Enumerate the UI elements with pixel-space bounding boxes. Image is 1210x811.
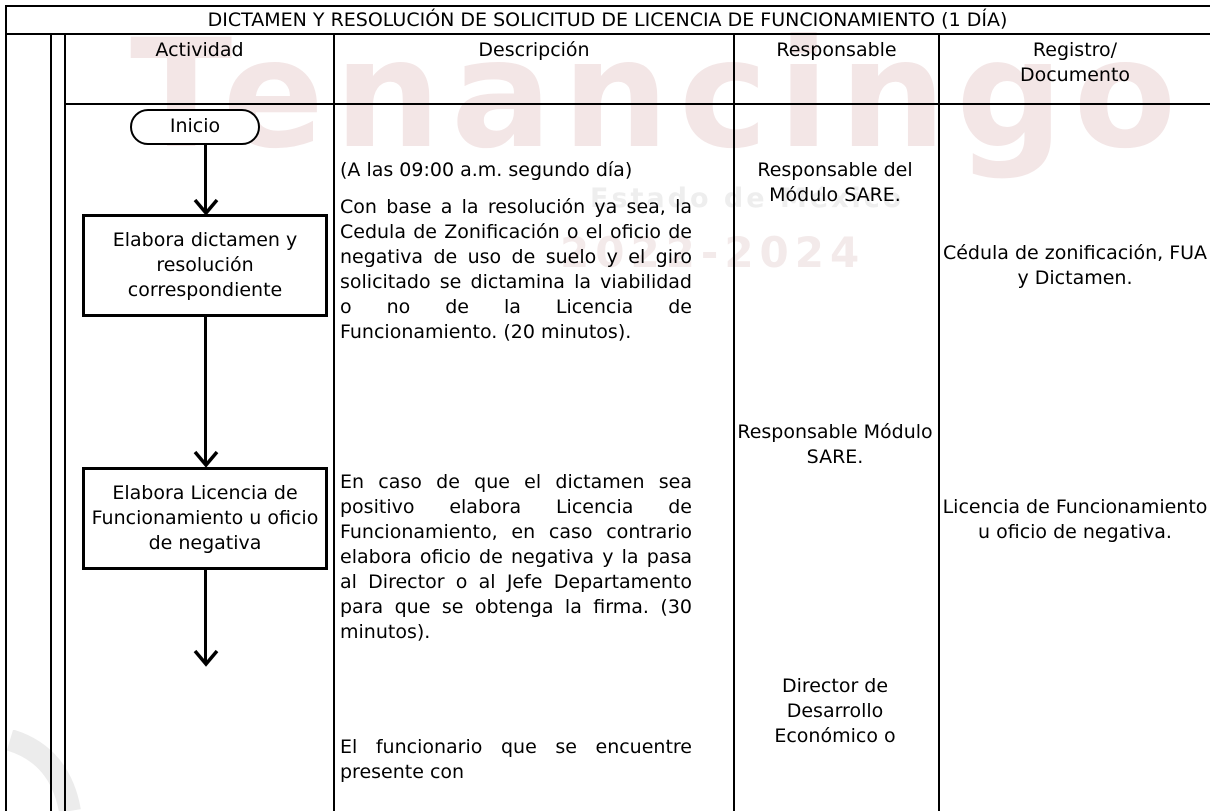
responsible-sare-2: Responsable Módulo SARE.	[737, 421, 933, 468]
flow-connector	[204, 317, 207, 465]
description-licencia: En caso de que el dictamen sea positivo …	[340, 471, 699, 643]
flow-step-licencia: Elabora Licencia de Funcionamiento u ofi…	[82, 467, 328, 570]
responsible-director: Director de Desarrollo Económico o	[774, 675, 896, 747]
responsible-sare-1: Responsable del Módulo SARE.	[757, 159, 913, 206]
table-border	[733, 33, 735, 811]
table-border	[5, 33, 1210, 35]
table-border	[5, 5, 1210, 7]
arrow-down-icon	[193, 450, 219, 468]
watermark-years: 2022-2024	[560, 228, 866, 277]
table-border	[333, 33, 335, 811]
watermark-logo-fragment	[6, 730, 81, 811]
table-border	[50, 33, 52, 811]
flow-connector	[204, 145, 207, 212]
table-title: DICTAMEN Y RESOLUCIÓN DE SOLICITUD DE LI…	[207, 9, 1008, 31]
record-cedula: Cédula de zonificación, FUA y Dictamen.	[942, 242, 1208, 289]
header-responsible: Responsable	[776, 39, 897, 61]
watermark-subtitle: Estado de México	[590, 183, 905, 214]
watermark-text: Tenancingo	[130, 8, 1187, 182]
header-activity: Actividad	[155, 39, 244, 61]
table-border	[64, 103, 1210, 105]
arrow-down-icon	[193, 198, 219, 216]
flow-connector	[204, 570, 207, 662]
header-description: Descripción	[478, 39, 590, 61]
arrow-down-icon	[193, 649, 219, 667]
description-time-note: (A las 09:00 a.m. segundo día)	[340, 159, 633, 181]
flow-step-dictamen: Elabora dictamen y resolución correspond…	[82, 214, 328, 317]
table-border	[938, 33, 940, 811]
table-border	[64, 33, 66, 811]
flow-start-terminal: Inicio	[130, 109, 260, 145]
description-funcionario: El funcionario que se encuentre presente…	[340, 736, 699, 783]
table-border	[5, 5, 7, 811]
record-licencia: Licencia de Funcionamiento u oficio de n…	[942, 496, 1208, 543]
description-dictamen: Con base a la resolución ya sea, la Cedu…	[340, 196, 699, 343]
header-record: Registro/ Documento	[1019, 39, 1131, 86]
